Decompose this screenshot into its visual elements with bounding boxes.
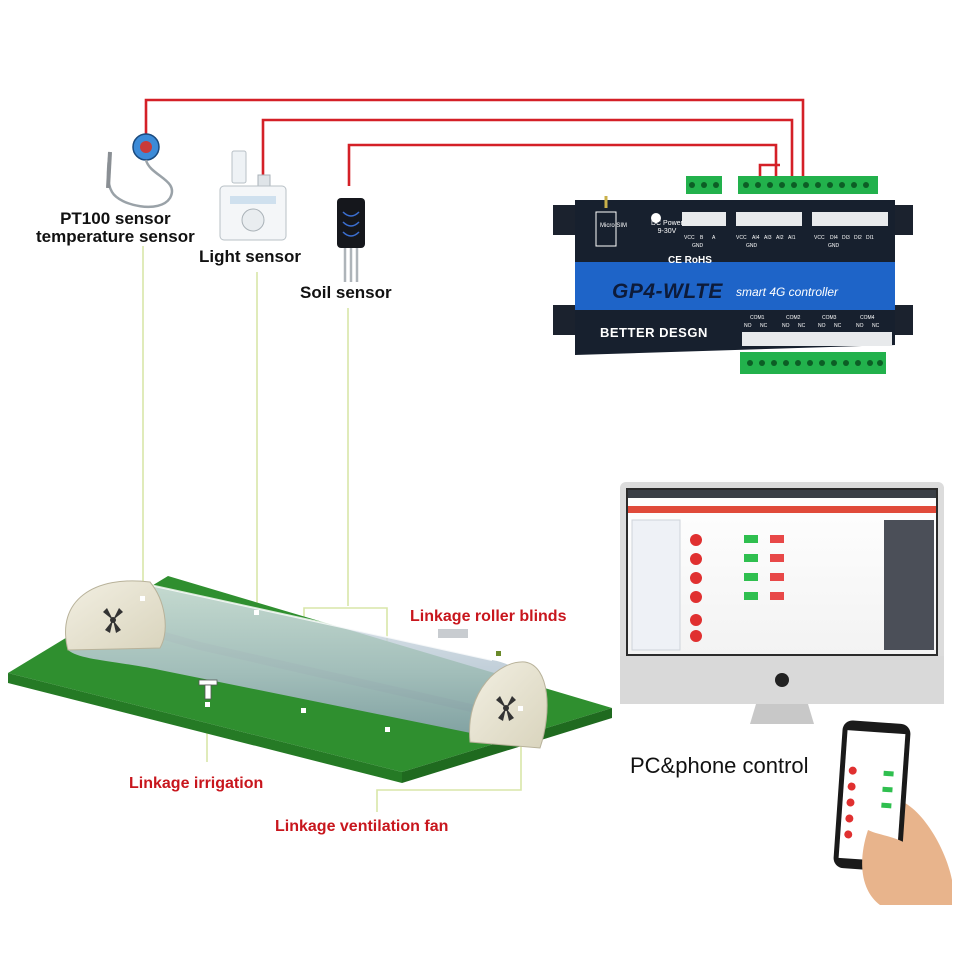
pin-label: DI3 bbox=[842, 235, 850, 241]
gnd-label: GND bbox=[828, 243, 840, 249]
cert-label: CE RoHS bbox=[668, 255, 712, 266]
wire-pt100 bbox=[144, 98, 805, 176]
wire-light bbox=[261, 118, 794, 190]
pin-label: DI2 bbox=[854, 235, 862, 241]
wire-soil-bend bbox=[758, 163, 780, 176]
pin-label: AI2 bbox=[776, 235, 784, 241]
controller-model: GP4-WLTE bbox=[612, 280, 723, 303]
controller-labels: Micro SIM DC Power 9-30V CE RoHS GP4-WLT… bbox=[560, 178, 905, 368]
wiring bbox=[144, 98, 805, 190]
pin-label: A bbox=[712, 235, 716, 241]
sprinkler-icon bbox=[198, 679, 218, 700]
pt100-label-line1: PT100 sensor bbox=[60, 209, 171, 228]
power-label: DC Power 9-30V bbox=[651, 220, 683, 236]
nc-label: NC bbox=[760, 323, 768, 329]
gnd-label: GND bbox=[692, 243, 704, 249]
pin-label: AI3 bbox=[764, 235, 772, 241]
pin-label: DI4 bbox=[830, 235, 838, 241]
fan-icon-back bbox=[103, 608, 123, 633]
com-label: COM4 bbox=[860, 315, 875, 321]
com-label: COM3 bbox=[822, 315, 837, 321]
no-label: NO bbox=[744, 323, 752, 329]
greenhouse bbox=[8, 576, 612, 783]
pin-label: AI1 bbox=[788, 235, 796, 241]
pt100-sensor bbox=[106, 133, 174, 208]
power-label-line2: 9-30V bbox=[657, 228, 677, 236]
com-label: COM1 bbox=[750, 315, 765, 321]
pin-label: VCC bbox=[684, 235, 695, 241]
sim-label: Micro SIM bbox=[600, 223, 627, 229]
nc-label: NC bbox=[834, 323, 842, 329]
pt100-label-line2: temperature sensor bbox=[36, 226, 195, 246]
controller-subtitle: smart 4G controller bbox=[736, 285, 839, 299]
roller-blinds-label: Linkage roller blinds bbox=[410, 608, 567, 625]
no-label: NO bbox=[818, 323, 826, 329]
no-label: NO bbox=[856, 323, 864, 329]
wire-soil bbox=[347, 143, 778, 186]
pin-label: B bbox=[700, 235, 704, 241]
guide-lines bbox=[142, 246, 522, 812]
nc-label: NC bbox=[872, 323, 880, 329]
pin-label: VCC bbox=[814, 235, 825, 241]
light-sensor bbox=[219, 150, 287, 241]
controller-brand: BETTER DESGN bbox=[600, 325, 708, 340]
pc-phone-control-label: PC&phone control bbox=[630, 753, 809, 778]
pt100-sensor-label: PT100 sensor temperature sensor bbox=[36, 210, 195, 246]
soil-sensor-label: Soil sensor bbox=[300, 283, 392, 302]
soil-sensor bbox=[337, 198, 365, 282]
smartphone bbox=[833, 720, 952, 905]
ventilation-fan-label: Linkage ventilation fan bbox=[275, 818, 449, 835]
power-label-line1: DC Power bbox=[651, 220, 683, 227]
irrigation-label: Linkage irrigation bbox=[129, 775, 264, 792]
nc-label: NC bbox=[798, 323, 806, 329]
controller-device bbox=[553, 176, 913, 374]
no-label: NO bbox=[782, 323, 790, 329]
gnd-label: GND bbox=[746, 243, 758, 249]
light-sensor-label: Light sensor bbox=[199, 247, 302, 266]
fan-icon-front bbox=[496, 696, 516, 721]
pin-label: AI4 bbox=[752, 235, 760, 241]
pin-label: VCC bbox=[736, 235, 747, 241]
com-label: COM2 bbox=[786, 315, 801, 321]
computer-monitor bbox=[620, 482, 944, 724]
pin-label: DI1 bbox=[866, 235, 874, 241]
